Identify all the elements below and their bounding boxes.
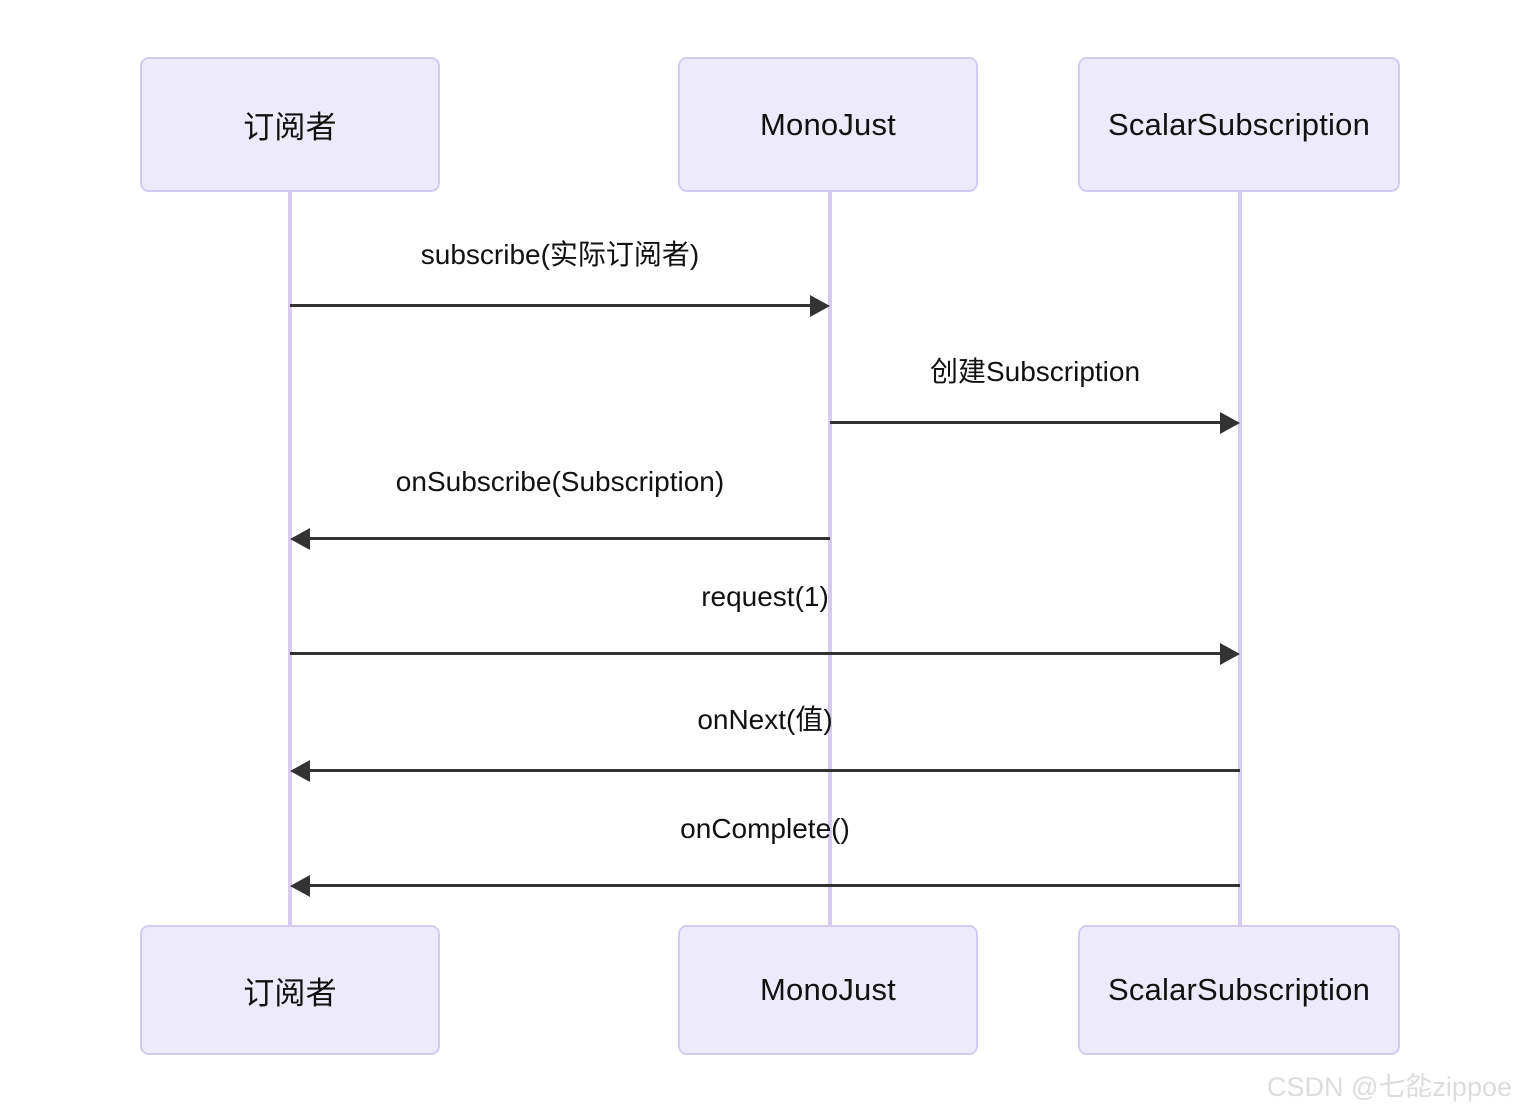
message-label-3: request(1) [701,581,829,612]
participant-box-bottom-monojust[interactable]: MonoJust [678,925,978,1055]
participant-box-bottom-scalarsubscription[interactable]: ScalarSubscription [1078,925,1400,1055]
message-label-2: onSubscribe(Subscription) [395,466,725,497]
participant-label-scalarsubscription: ScalarSubscription [1107,106,1371,142]
message-arrowhead-0 [810,295,830,317]
message-line-3 [290,652,1223,655]
message-arrowhead-5 [290,875,310,897]
message-line-2 [307,537,830,540]
lifeline-subscriber [288,192,292,925]
message-label-1: 创建Subscription [929,356,1141,387]
participant-box-top-scalarsubscription[interactable]: ScalarSubscription [1078,57,1400,192]
participant-label-monojust: MonoJust [760,106,896,142]
message-arrowhead-2 [290,528,310,550]
participant-label-monojust: MonoJust [760,972,896,1007]
message-line-5 [307,884,1240,887]
participant-label-scalarsubscription: ScalarSubscription [1107,972,1371,1007]
message-label-4: onNext(值) [697,704,833,735]
message-line-4 [307,769,1240,772]
participant-label-subscriber: 订阅者 [243,975,337,1011]
message-label-0: subscribe(实际订阅者) [420,239,700,270]
message-line-0 [290,304,813,307]
lifeline-scalarsubscription [1238,192,1242,925]
message-arrowhead-4 [290,760,310,782]
message-arrowhead-3 [1220,643,1240,665]
csdn-watermark: CSDN @七夞zippoe [1267,1072,1512,1102]
message-arrowhead-1 [1220,412,1240,434]
participant-box-bottom-subscriber[interactable]: 订阅者 [140,925,440,1055]
participant-label-subscriber: 订阅者 [243,110,337,145]
lifeline-monojust [828,192,832,925]
message-line-1 [830,421,1223,424]
participant-box-top-monojust[interactable]: MonoJust [678,57,978,192]
participant-box-top-subscriber[interactable]: 订阅者 [140,57,440,192]
message-label-5: onComplete() [680,813,850,844]
